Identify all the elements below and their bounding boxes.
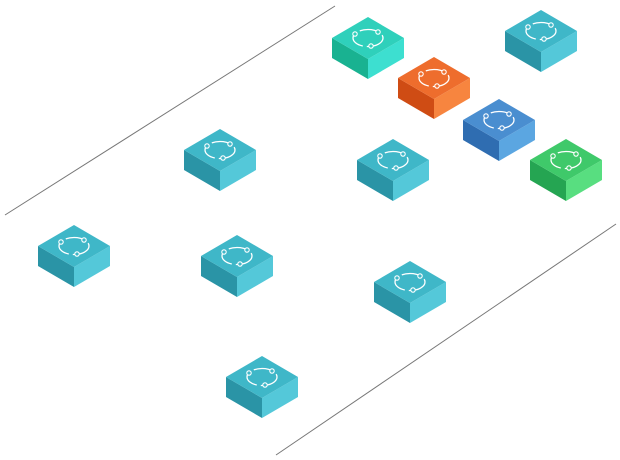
node-upper-left[interactable] bbox=[184, 129, 256, 191]
node-top-face bbox=[38, 225, 110, 267]
boundary-line-2 bbox=[275, 223, 617, 456]
node-right-face bbox=[74, 246, 110, 287]
node-top-face bbox=[226, 356, 298, 398]
cycle-arrows-icon bbox=[221, 246, 253, 267]
cycle-arrows-icon bbox=[58, 236, 90, 257]
node-orange[interactable] bbox=[398, 57, 470, 119]
node-left-face bbox=[463, 120, 499, 161]
cycle-arrows-icon bbox=[394, 272, 426, 293]
node-center[interactable] bbox=[357, 139, 429, 201]
node-left-face bbox=[374, 282, 410, 323]
node-right-face bbox=[393, 160, 429, 201]
node-blue[interactable] bbox=[463, 99, 535, 161]
node-top-face bbox=[530, 139, 602, 181]
node-right-face bbox=[368, 38, 404, 79]
node-right-face bbox=[541, 31, 577, 72]
cycle-arrows-icon bbox=[204, 140, 236, 161]
node-right-face bbox=[499, 120, 535, 161]
node-top-face bbox=[398, 57, 470, 99]
node-top-face bbox=[505, 10, 577, 52]
node-top-face bbox=[332, 17, 404, 59]
node-right-face bbox=[434, 78, 470, 119]
cycle-arrows-icon bbox=[352, 28, 384, 49]
node-left-face bbox=[226, 377, 262, 418]
node-middle[interactable] bbox=[201, 235, 273, 297]
cycle-arrows-icon bbox=[418, 68, 450, 89]
cycle-arrows-icon bbox=[550, 150, 582, 171]
cycle-arrows-icon bbox=[483, 110, 515, 131]
boundary-line-1 bbox=[4, 5, 336, 216]
cycle-arrows-icon bbox=[377, 150, 409, 171]
node-left[interactable] bbox=[38, 225, 110, 287]
node-left-face bbox=[38, 246, 74, 287]
cycle-arrows-icon bbox=[246, 367, 278, 388]
cycle-arrows-icon bbox=[525, 21, 557, 42]
node-right-face bbox=[410, 282, 446, 323]
node-bottom[interactable] bbox=[226, 356, 298, 418]
node-right-middle[interactable] bbox=[374, 261, 446, 323]
node-top-face bbox=[463, 99, 535, 141]
node-left-face bbox=[184, 150, 220, 191]
node-top-face bbox=[374, 261, 446, 303]
node-right-face bbox=[566, 160, 602, 201]
node-right-face bbox=[262, 377, 298, 418]
node-left-face bbox=[357, 160, 393, 201]
node-left-face bbox=[505, 31, 541, 72]
node-right-face bbox=[220, 150, 256, 191]
node-top-face bbox=[201, 235, 273, 277]
node-top-face bbox=[184, 129, 256, 171]
node-left-face bbox=[398, 78, 434, 119]
node-left-face bbox=[530, 160, 566, 201]
node-green[interactable] bbox=[530, 139, 602, 201]
node-left-face bbox=[332, 38, 368, 79]
node-right-face bbox=[237, 256, 273, 297]
node-top-right[interactable] bbox=[505, 10, 577, 72]
node-mint[interactable] bbox=[332, 17, 404, 79]
node-left-face bbox=[201, 256, 237, 297]
node-top-face bbox=[357, 139, 429, 181]
